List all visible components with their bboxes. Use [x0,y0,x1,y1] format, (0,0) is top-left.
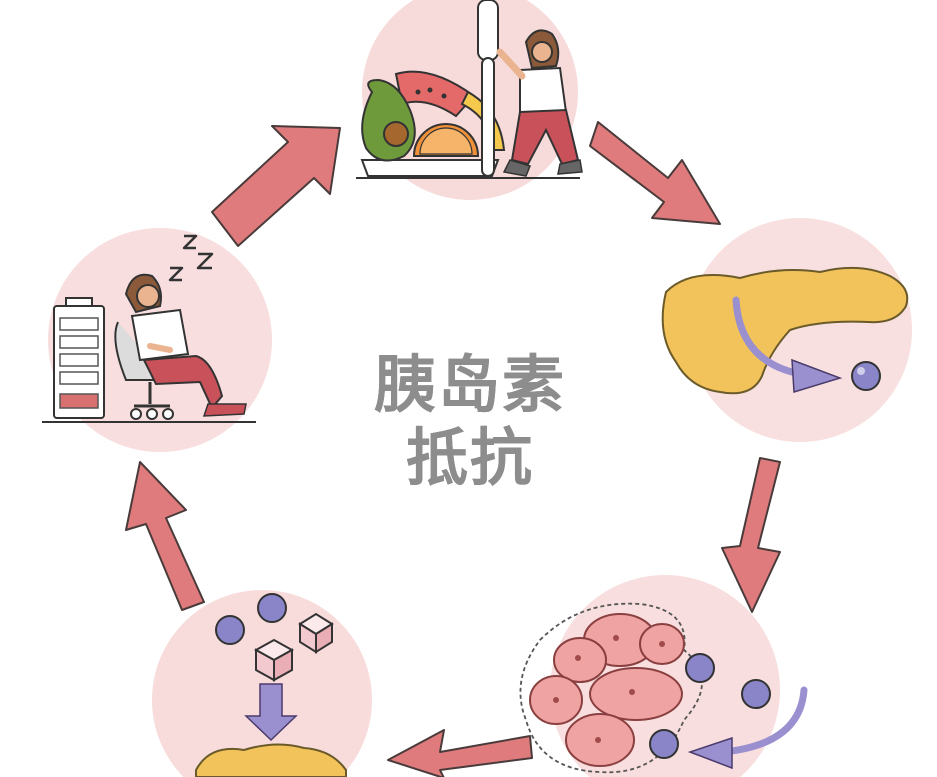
food-plate-icon [360,159,500,177]
standing-person-icon [496,29,583,177]
battery-icon [53,297,105,419]
pancreas-icon [661,266,909,395]
cycle-arrows [125,121,781,777]
arrow-food-to-pancreas [589,121,721,225]
pancreas-small-icon [195,743,347,777]
sugar-cube-icon [298,612,334,654]
down-arrow-icon [244,683,298,742]
sleep-z-icon [168,234,214,282]
food-scene [356,0,583,179]
fork-icon [477,0,499,177]
cells-scene [519,602,808,774]
sugar-cube-icon [253,638,295,682]
center-title-line1: 胰岛素 [373,348,566,421]
insulin-molecule-icon [649,729,679,759]
arrow-fatigue-to-food [211,125,341,247]
purple-arrow-cells [720,686,808,756]
arrow-pancreas-to-cells [721,457,781,613]
insulin-molecule-icon [257,593,287,623]
center-title-line2: 抵抗 [405,421,534,495]
arrow-sugar-to-fatigue [125,461,205,611]
insulin-molecule-icon [741,679,771,709]
sleeping-person-icon [114,273,247,420]
insulin-molecule-icon [685,653,715,683]
pancreas-scene [661,266,909,395]
purple-arrow-pancreas [732,296,804,378]
arrow-cells-to-sugar [387,729,533,777]
insulin-molecule-icon [851,361,881,391]
center-title: 胰岛素 抵抗 [300,352,640,490]
sugar-scene [195,593,347,777]
fatigue-scene [42,234,256,423]
insulin-molecule-icon [215,615,245,645]
